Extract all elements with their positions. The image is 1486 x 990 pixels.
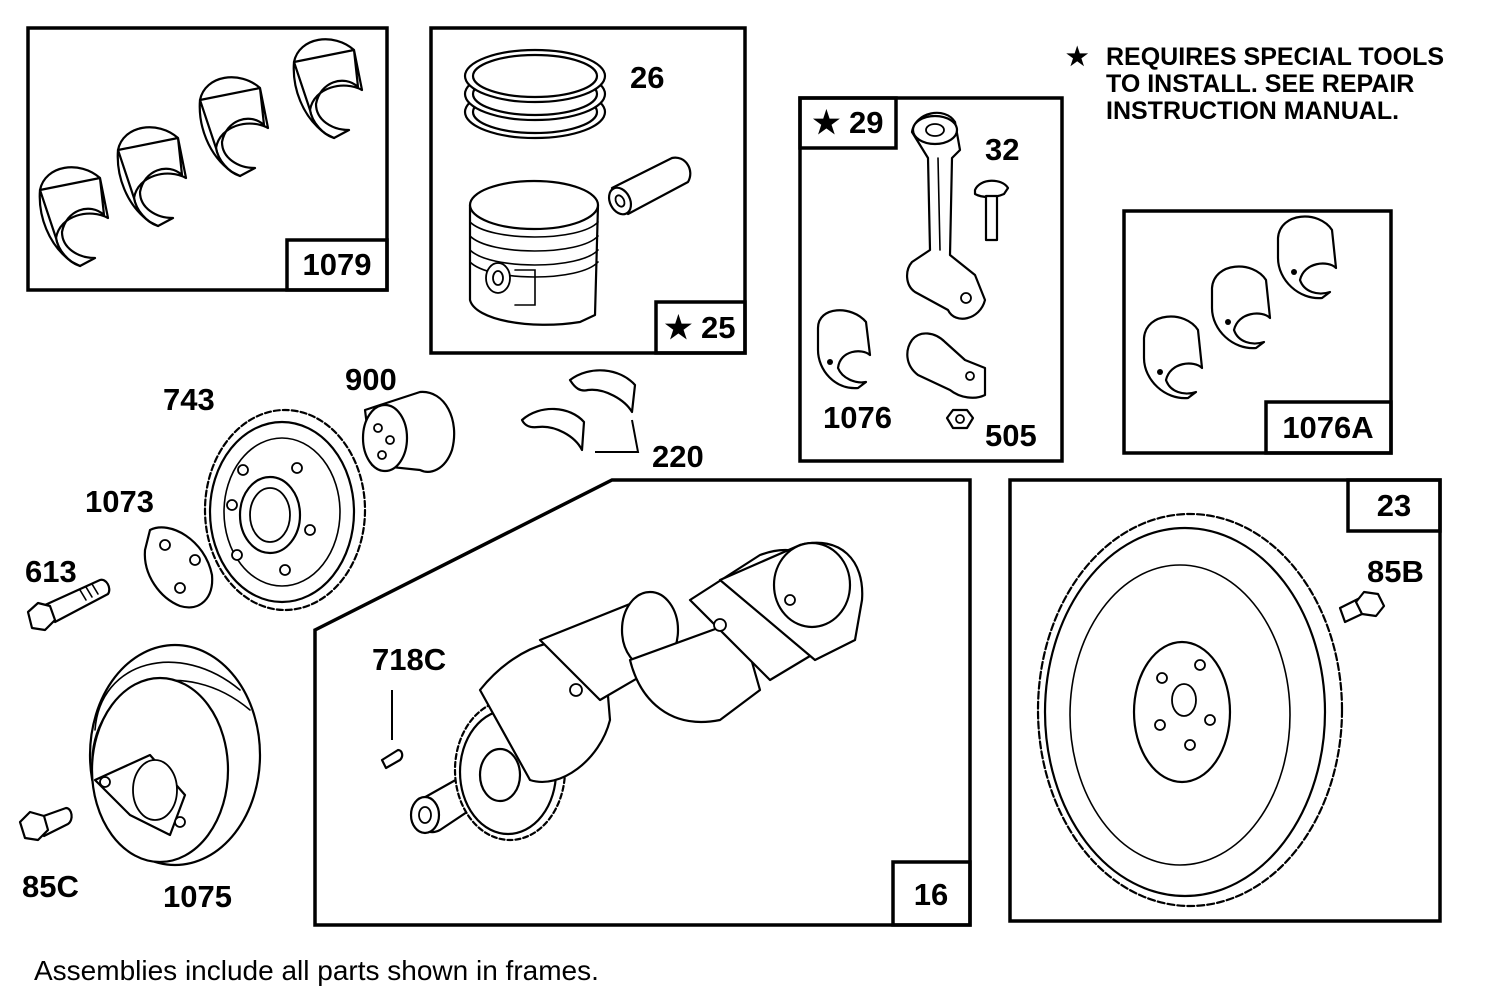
- thrust-washers: [520, 369, 640, 453]
- pin-label: 718C: [372, 642, 446, 677]
- bushing: [361, 390, 456, 473]
- pulley-screw-label: 85C: [22, 869, 79, 904]
- rod-bearing: [816, 309, 872, 390]
- bearing-half-3: [198, 76, 270, 178]
- flywheel-frame: 23 85B: [1008, 478, 1442, 923]
- bearing-half-1: [38, 166, 110, 268]
- cam-gear: [203, 408, 367, 612]
- flywheel-frame-label: 23: [1377, 488, 1411, 523]
- main-bearing-set-label: 1079: [303, 247, 372, 282]
- pin: [380, 690, 404, 770]
- piston: [468, 179, 600, 326]
- note-line-3: INSTRUCTION MANUAL.: [1106, 97, 1399, 125]
- note-line-2: TO INSTALL. SEE REPAIR: [1106, 70, 1414, 98]
- piston-pin: [607, 156, 692, 216]
- rod-bearing-set-frame: 1076A: [1122, 209, 1393, 455]
- connecting-rod-frame: ★ 29 32 1076 505: [798, 96, 1064, 463]
- note-star: ★: [1066, 43, 1089, 71]
- pulley-label: 1075: [163, 879, 232, 914]
- cam-gear-label: 743: [163, 382, 215, 417]
- flywheel: [1036, 512, 1344, 908]
- piston-rings: [463, 48, 607, 140]
- crankshaft-label: 16: [914, 877, 948, 912]
- connecting-rod-label: ★ 29: [813, 105, 884, 140]
- rod-bearing-half-2: [1210, 265, 1272, 350]
- rod-cap: [906, 332, 987, 399]
- note-line-1: REQUIRES SPECIAL TOOLS: [1106, 43, 1444, 71]
- gear-washer-label: 1073: [85, 484, 154, 519]
- gear-washer: [143, 526, 214, 609]
- bearing-half-4: [292, 38, 364, 140]
- crankshaft: [409, 541, 864, 842]
- piston-assembly-frame: ★ 25 26: [429, 26, 747, 355]
- rod-bolt: [973, 179, 1010, 242]
- gear-screw-label: 613: [25, 554, 77, 589]
- rod-bearing-set-label: 1076A: [1282, 410, 1373, 445]
- special-tools-note: ★ REQUIRES SPECIAL TOOLS TO INSTALL. SEE…: [1066, 43, 1444, 125]
- rings-label: 26: [630, 60, 664, 95]
- piston-assembly-label: ★ 25: [665, 310, 736, 345]
- rod-bolt-label: 32: [985, 132, 1019, 167]
- main-bearing-set-frame: 1079: [26, 26, 389, 292]
- rod-bearing-half-3: [1276, 215, 1338, 300]
- footer-note: Assemblies include all parts shown in fr…: [34, 955, 599, 986]
- connecting-rod: [906, 111, 987, 320]
- rod-bearing-label: 1076: [823, 400, 892, 435]
- rod-bearing-half-1: [1142, 315, 1204, 400]
- bearing-half-2: [116, 126, 188, 228]
- pulley-screw: [18, 806, 73, 842]
- thrust-washer-label: 220: [652, 439, 704, 474]
- rod-nut-label: 505: [985, 418, 1037, 453]
- crankshaft-frame: 16 718C: [313, 478, 972, 927]
- bushing-label: 900: [345, 362, 397, 397]
- pulley: [88, 643, 262, 867]
- flywheel-screw: [1338, 590, 1386, 624]
- gear-screw: [26, 578, 111, 632]
- flywheel-screw-label: 85B: [1367, 554, 1424, 589]
- rod-nut: [945, 408, 975, 430]
